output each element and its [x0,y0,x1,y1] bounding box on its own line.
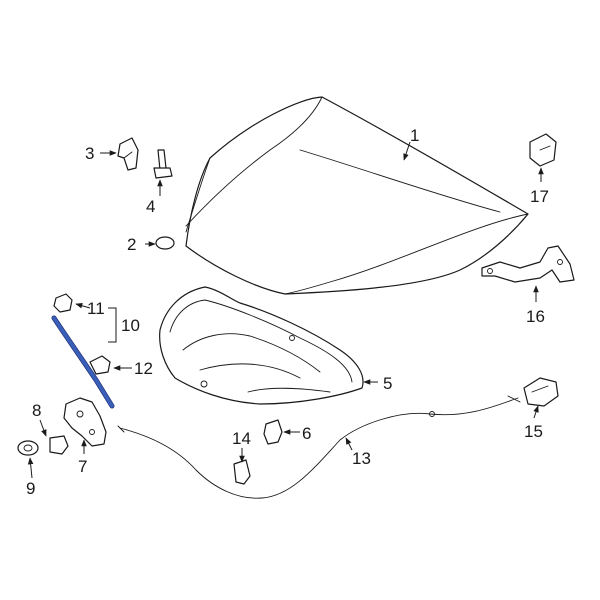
callout-16: 16 [526,307,545,326]
callout-11: 11 [87,299,105,318]
callout-12: 12 [134,359,153,378]
callout-17: 17 [530,187,549,206]
callout-10: 10 [121,316,140,335]
strut-mount-nut[interactable] [53,293,73,313]
cable-clip[interactable] [233,459,251,485]
callout-labels: 1 2 3 4 5 6 7 8 9 10 11 12 13 14 15 16 1… [26,126,549,498]
hood-insulator[interactable] [159,286,364,405]
callout-13: 13 [352,449,371,468]
callout-3: 3 [85,144,94,163]
hood-bumper[interactable] [529,133,557,167]
leader-lines [27,141,544,479]
latch-grommet[interactable] [17,440,39,456]
callout-5: 5 [383,374,392,393]
hood-latch[interactable] [63,397,107,447]
callout-1: 1 [410,126,419,145]
hood-bracket[interactable] [117,137,139,171]
callout-7: 7 [78,457,87,476]
retainer-clip[interactable] [89,355,111,375]
push-clip[interactable] [263,419,283,445]
hood-support-strut[interactable] [51,315,115,409]
release-handle[interactable] [523,377,559,407]
callout-2: 2 [127,235,136,254]
grommet[interactable] [155,236,175,250]
callout-15: 15 [524,422,543,441]
callout-8: 8 [32,401,41,420]
hood-release-cable[interactable] [117,395,521,499]
callout-6: 6 [302,424,311,443]
bolt[interactable] [153,149,173,179]
callout-4: 4 [146,197,155,216]
callout-14: 14 [232,429,251,448]
hood-panel[interactable] [185,96,529,295]
hood-hinge[interactable] [481,245,575,283]
callout-9: 9 [26,479,35,498]
latch-bushing[interactable] [49,435,69,455]
